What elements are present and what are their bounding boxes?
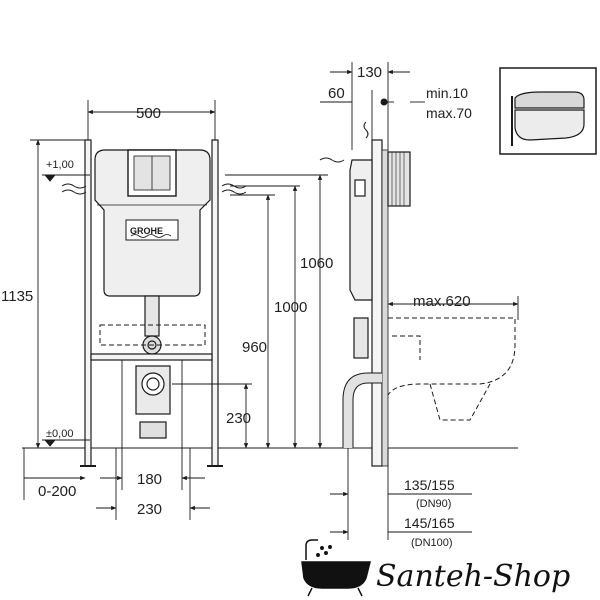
wall-section <box>381 149 389 467</box>
frame-leg-left <box>84 139 92 467</box>
label-offset-0-200: 0-200 <box>38 483 76 500</box>
frame-crossbar <box>90 353 213 361</box>
label-depth-60: 60 <box>328 85 345 102</box>
wc-bowl-outline <box>387 317 516 396</box>
watermark: Santeh-Shop <box>301 539 570 597</box>
bathtub-icon <box>301 539 371 597</box>
label-outlet-dn90: 135/155 <box>404 477 455 493</box>
label-width-500: 500 <box>136 105 161 122</box>
side-view <box>319 121 518 467</box>
label-outlet-dn100: 145/165 <box>404 515 455 531</box>
drain-pipe <box>343 373 382 448</box>
label-height-1060: 1060 <box>300 255 333 272</box>
wc-thumbnail <box>499 67 597 155</box>
labels: 500 1135 +1,00 ±0,00 1060 1000 960 230 0… <box>1 64 472 549</box>
watermark-text: Santeh-Shop <box>376 559 570 594</box>
front-dimensions <box>23 100 328 520</box>
label-max: max.70 <box>426 105 472 121</box>
label-projection: max.620 <box>413 293 471 310</box>
label-plus-level: +1,00 <box>46 159 74 171</box>
label-height-230: 230 <box>226 410 251 427</box>
frame-upright <box>371 139 383 467</box>
label-outlet-dn100-sub: (DN100) <box>411 537 453 549</box>
frame-leg-right <box>211 139 219 467</box>
label-height-1000: 1000 <box>274 299 307 316</box>
label-outlet-dn90-sub: (DN90) <box>416 498 451 510</box>
brand-plate-text: GROHE <box>130 226 163 236</box>
label-spacing-180: 180 <box>137 471 162 488</box>
front-view <box>22 139 330 467</box>
side-dimensions <box>320 62 519 540</box>
label-zero-level: ±0,00 <box>46 428 73 440</box>
label-height-1135: 1135 <box>1 288 33 305</box>
label-min: min.10 <box>426 85 468 101</box>
label-spacing-230: 230 <box>137 501 162 518</box>
label-depth-130: 130 <box>357 64 382 81</box>
label-height-960: 960 <box>242 339 267 356</box>
